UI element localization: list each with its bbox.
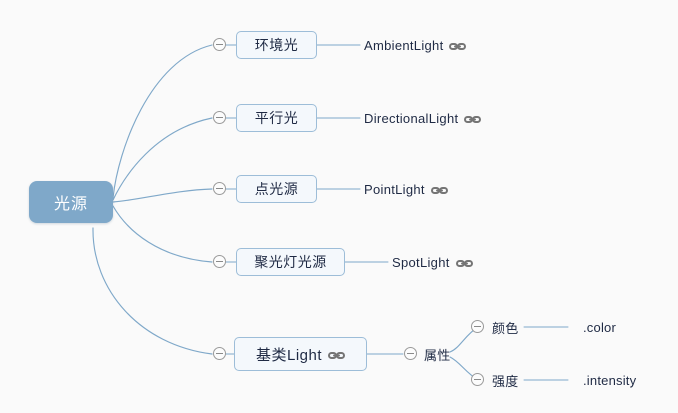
node-color-value[interactable]: .color (583, 315, 616, 339)
node-directional-label: 平行光 (254, 110, 299, 126)
node-intensity-value[interactable]: .intensity (583, 368, 636, 392)
node-baselight[interactable]: 基类Light (234, 337, 367, 371)
edge-root-to-point (112, 188, 213, 203)
link-icon[interactable] (328, 350, 346, 361)
node-ambient-child-label: AmbientLight (364, 37, 444, 53)
node-directional-child[interactable]: DirectionalLight (364, 106, 482, 130)
node-point-child-label: PointLight (364, 181, 425, 197)
collapse-toggle-baselight[interactable] (213, 347, 226, 360)
node-ambient-label: 环境光 (254, 37, 299, 53)
node-point-child[interactable]: PointLight (364, 177, 448, 201)
node-color[interactable]: 颜色 (492, 315, 519, 339)
edge-root-to-directional (112, 117, 213, 201)
node-attributes[interactable]: 属性 (424, 342, 451, 366)
link-icon[interactable] (430, 185, 448, 196)
node-color-label: 颜色 (492, 320, 519, 336)
node-intensity[interactable]: 强度 (492, 368, 519, 392)
link-icon[interactable] (455, 258, 473, 269)
node-spot-child-label: SpotLight (392, 254, 450, 270)
link-icon[interactable] (449, 41, 467, 52)
node-spot-child[interactable]: SpotLight (392, 250, 473, 274)
collapse-toggle-directional[interactable] (213, 111, 226, 124)
node-ambient-child[interactable]: AmbientLight (364, 33, 467, 57)
collapse-toggle-ambient[interactable] (213, 38, 226, 51)
node-attributes-label: 属性 (424, 347, 451, 363)
collapse-toggle-color[interactable] (471, 320, 484, 333)
node-spot-label: 聚光灯光源 (254, 254, 327, 270)
edge-root-to-spot (112, 205, 213, 263)
node-intensity-label: 强度 (492, 373, 519, 389)
edge-root-to-baselight (92, 227, 213, 355)
collapse-toggle-spot[interactable] (213, 255, 226, 268)
collapse-toggle-attributes[interactable] (404, 347, 417, 360)
collapse-toggle-point[interactable] (213, 182, 226, 195)
node-color-value-label: .color (583, 319, 616, 335)
collapse-toggle-intensity[interactable] (471, 373, 484, 386)
node-ambient[interactable]: 环境光 (236, 31, 317, 59)
root-node[interactable]: 光源 (29, 181, 113, 223)
node-spot[interactable]: 聚光灯光源 (236, 248, 345, 276)
node-directional-child-label: DirectionalLight (364, 110, 459, 126)
node-point[interactable]: 点光源 (236, 175, 317, 203)
node-intensity-value-label: .intensity (583, 372, 637, 388)
root-label: 光源 (53, 196, 88, 213)
node-directional[interactable]: 平行光 (236, 104, 317, 132)
node-point-label: 点光源 (254, 181, 299, 197)
edge-root-to-ambient (112, 44, 213, 199)
node-baselight-label: 基类Light (255, 346, 323, 364)
link-icon[interactable] (464, 114, 482, 125)
